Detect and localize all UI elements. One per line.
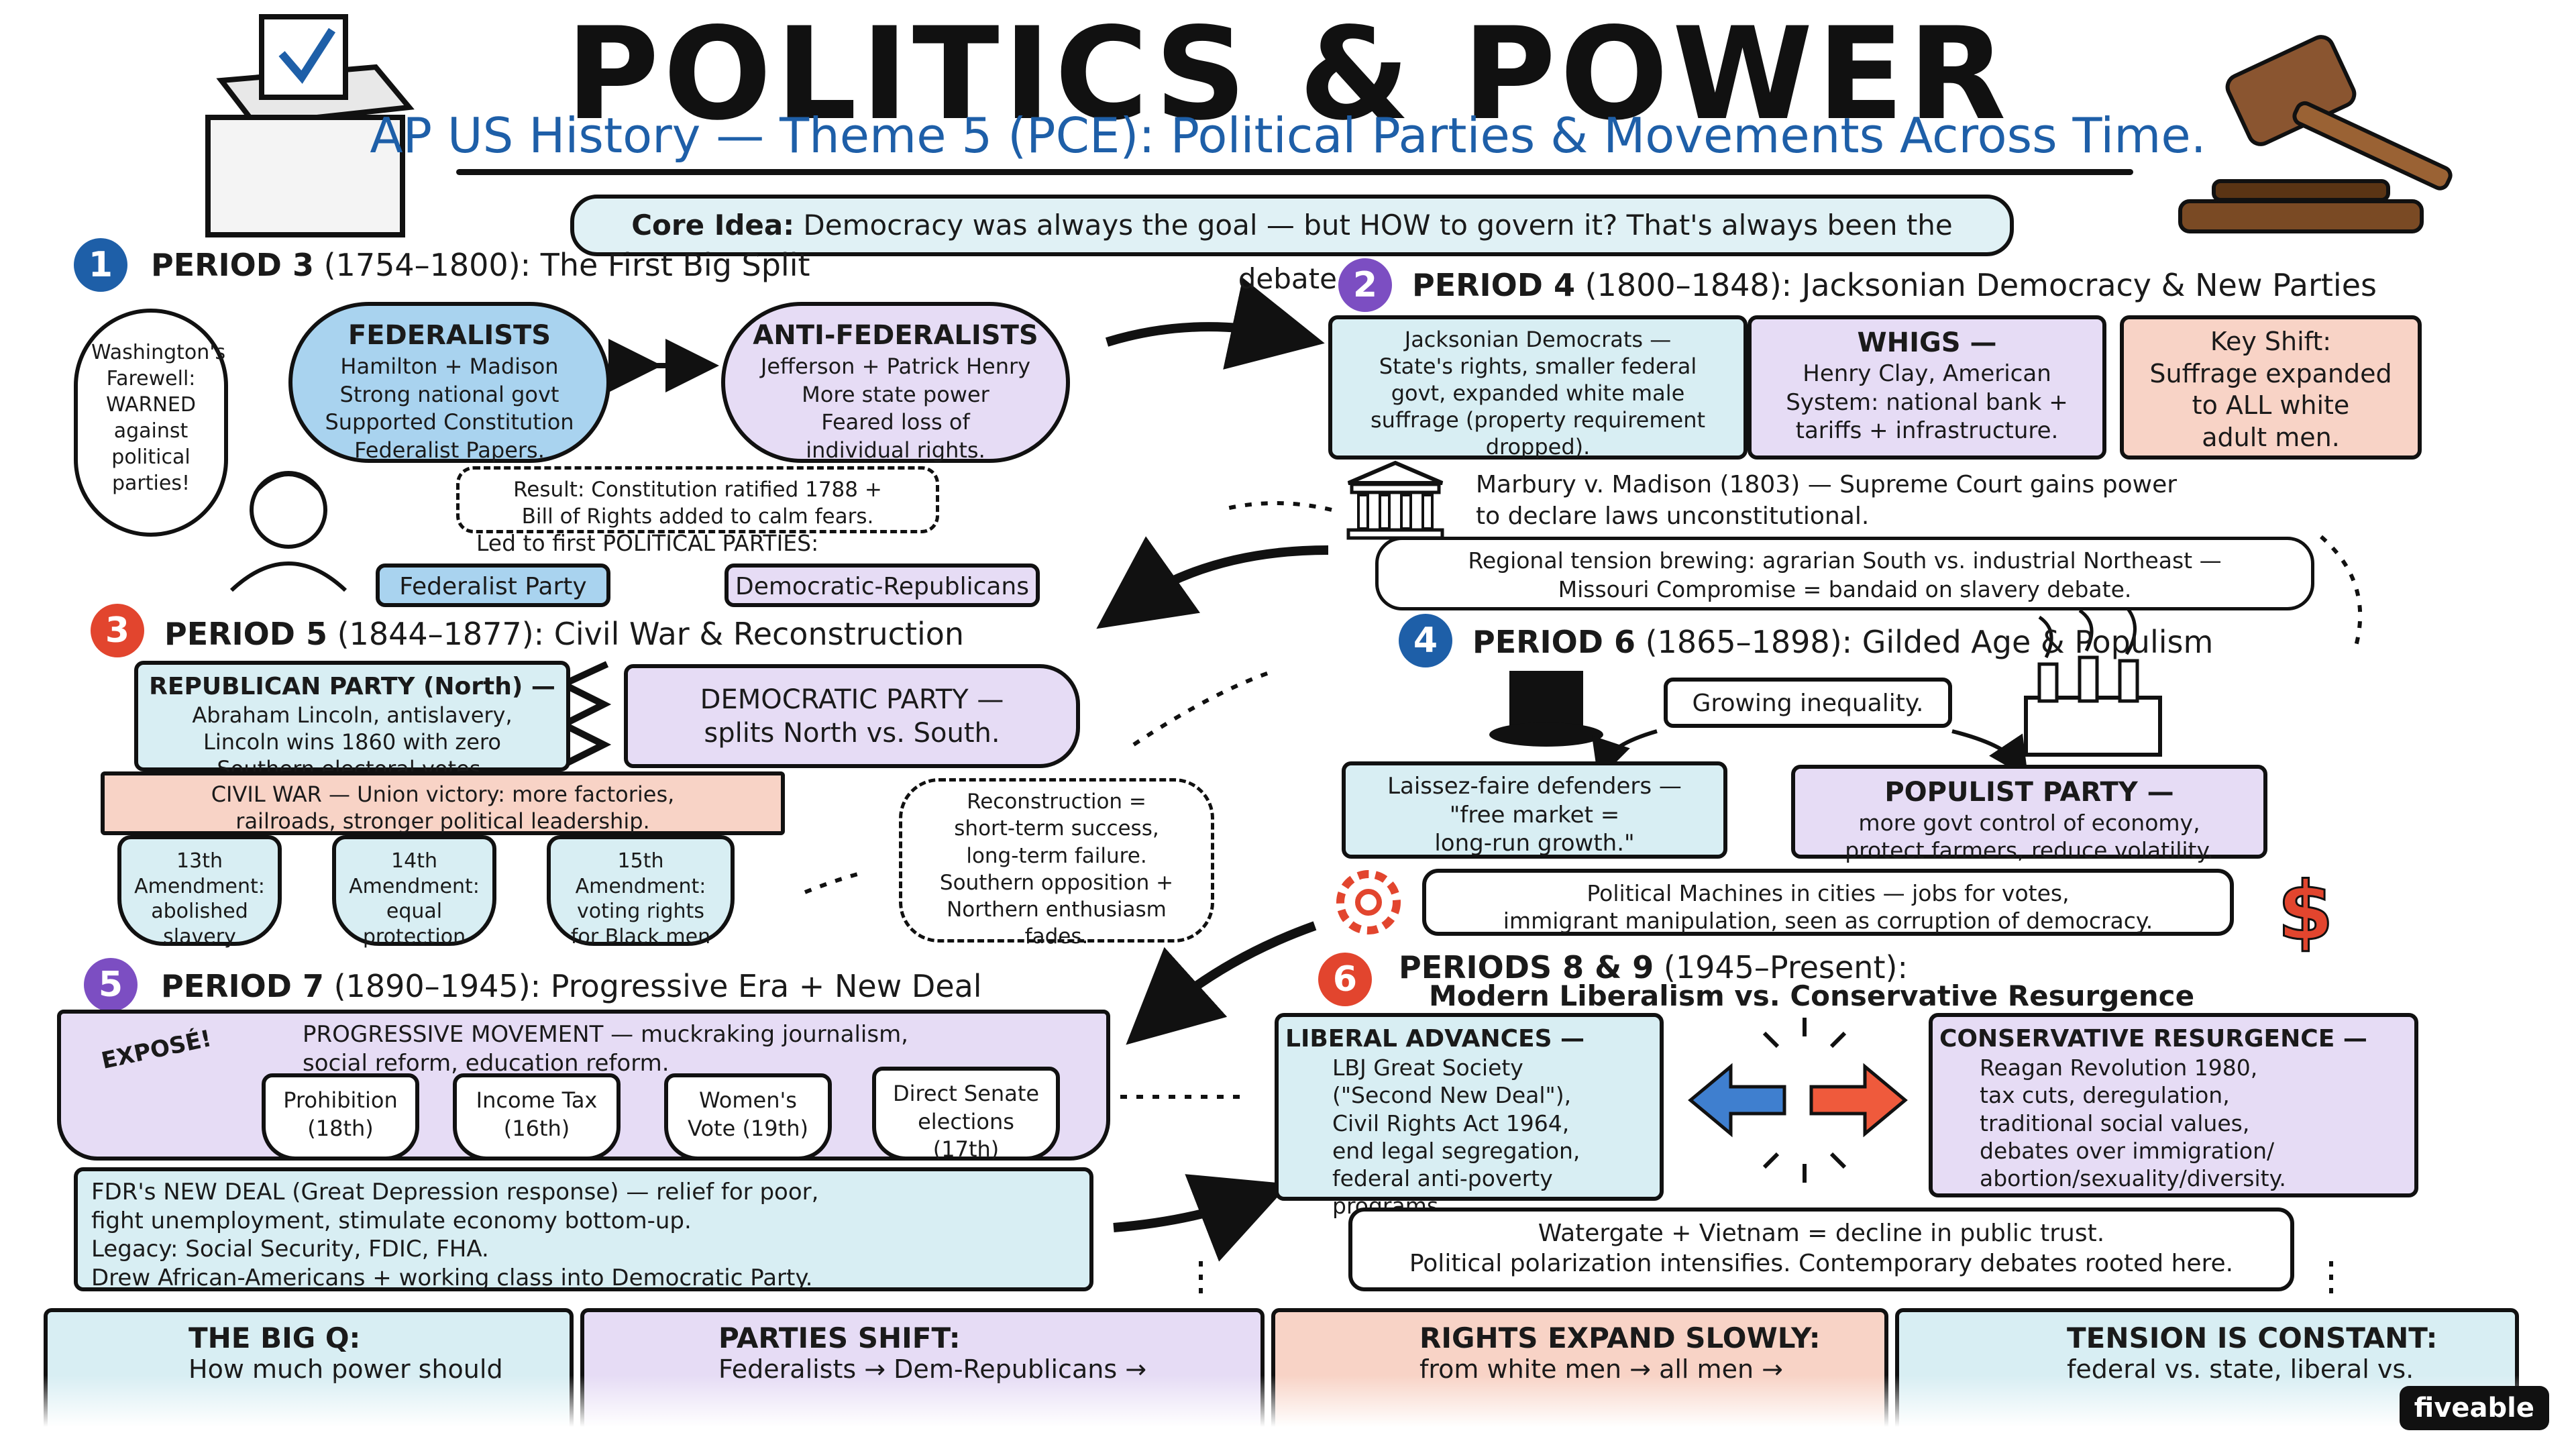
periods89-heading: PERIODS 8 & 9 (1945–Present): [1399,949,1908,985]
period6-label: PERIOD 6 [1472,624,1635,660]
laissez-faire-box: Laissez-faire defenders — "free market =… [1342,761,1727,859]
whigs-box: WHIGS — Henry Clay, American System: nat… [1748,315,2106,460]
core-idea-banner: Core Idea: Democracy was always the goal… [570,195,2014,295]
republican-party-box: REPUBLICAN PARTY (North) — Abraham Linco… [134,661,570,782]
page-title: POLITICS & POWER [566,0,2010,148]
right-arrow-icon [1809,1063,1908,1138]
period4-heading: PERIOD 4 (1800–1848): Jacksonian Democra… [1412,267,2377,303]
reconstruction-cloud: Reconstruction = short-term success, lon… [899,778,1214,949]
whigs-title: WHIGS — [1857,327,1997,358]
period7-heading: PERIOD 7 (1890–1945): Progressive Era + … [161,968,982,1004]
regional-tension-box: Regional tension brewing: agrarian South… [1375,537,2314,610]
subtitle-underline [456,169,2133,175]
period3-label: PERIOD 3 [151,247,314,283]
gavel-icon [2178,35,2453,233]
liberal-advances-box: LIBERAL ADVANCES — LBJ Great Society ("S… [1275,1013,1664,1219]
populist-party-body: more govt control of economy, protect fa… [1845,810,2214,864]
periods89-subtitle: (1945–Present): [1663,949,1908,985]
federalist-party-tag: Federalist Party [376,564,610,607]
key-shift-title: Key Shift: [2210,327,2332,356]
footer-rights-expand-title: RIGHTS EXPAND SLOWLY: [1419,1322,1821,1354]
periods89-subheading: Modern Liberalism vs. Conservative Resur… [1429,979,2195,1012]
conservative-resurgence-body: Reagan Revolution 1980, tax cuts, deregu… [1980,1055,2286,1191]
washington-portrait-icon [229,471,347,592]
brand-logo[interactable]: fiveable [2399,1386,2549,1430]
conservative-resurgence-box: CONSERVATIVE RESURGENCE — Reagan Revolut… [1929,1013,2418,1197]
conservative-resurgence-title: CONSERVATIVE RESURGENCE — [1939,1025,2367,1053]
period6-subtitle: (1865–1898): Gilded Age & Populism [1645,624,2214,660]
ratification-result: Result: Constitution ratified 1788 + Bil… [456,466,939,533]
courthouse-icon [1346,460,1444,540]
page-subtitle: AP US History — Theme 5 (PCE): Political… [370,107,2206,164]
civil-war-banner: CIVIL WAR — Union victory: more factorie… [101,771,785,835]
period4-number-badge: 2 [1338,258,1392,312]
key-shift-body: Suffrage expanded to ALL white adult men… [2149,358,2392,452]
reform-income-tax-tag: Income Tax (16th) [453,1073,621,1161]
period4-subtitle: (1800–1848): Jacksonian Democracy & New … [1585,267,2377,303]
liberal-advances-title: LIBERAL ADVANCES — [1285,1025,1585,1053]
period5-subtitle: (1844–1877): Civil War & Reconstruction [337,616,965,652]
federalists-title: FEDERALISTS [347,320,551,351]
top-hat-icon [1489,671,1603,747]
period3-subtitle: (1754–1800): The First Big Split [323,247,810,283]
period7-subtitle: (1890–1945): Progressive Era + New Deal [333,968,982,1004]
key-shift-box: Key Shift: Suffrage expanded to ALL whit… [2120,315,2422,460]
period7-number-badge: 5 [84,958,138,1012]
dollar-icon: $ [2277,865,2334,959]
factory-icon [2024,606,2162,757]
period3-number-badge: 1 [74,238,127,292]
period5-label: PERIOD 5 [164,616,327,652]
watergate-box: Watergate + Vietnam = decline in public … [1348,1208,2294,1291]
ballot-box-icon [205,14,415,237]
republican-party-title: REPUBLICAN PARTY (North) — [149,673,555,700]
jacksonian-democrats-box: Jacksonian Democrats — State's rights, s… [1328,315,1748,460]
liberal-advances-body: LBJ Great Society ("Second New Deal"), C… [1332,1055,1580,1220]
left-arrow-icon [1688,1063,1786,1138]
period5-number-badge: 3 [91,604,144,657]
reform-prohibition-tag: Prohibition (18th) [262,1073,419,1161]
periods89-label: PERIODS 8 & 9 [1399,949,1654,985]
federalists-body: Hamilton + Madison Strong national govt … [325,354,574,463]
led-to-parties-text: Led to first POLITICAL PARTIES: [476,530,819,556]
washington-bubble: Washington's Farewell: WARNED against po… [74,309,228,537]
anti-federalists-cloud: ANTI-FEDERALISTS Jefferson + Patrick Hen… [721,302,1070,463]
growing-inequality-box: Growing inequality. [1664,678,1952,728]
populist-party-box: POPULIST PARTY — more govt control of ec… [1791,765,2267,863]
footer-big-q-title: THE BIG Q: [189,1322,361,1354]
federalists-cloud: FEDERALISTS Hamilton + Madison Strong na… [288,302,610,463]
period6-heading: PERIOD 6 (1865–1898): Gilded Age & Popul… [1472,624,2213,660]
reform-womens-vote-tag: Women's Vote (19th) [664,1073,832,1161]
new-deal-box: FDR's NEW DEAL (Great Depression respons… [74,1167,1093,1291]
gear-icon [1336,870,1401,934]
period6-number-badge: 4 [1399,614,1452,667]
populist-party-title: POPULIST PARTY — [1884,777,2174,808]
progressive-movement-text: PROGRESSIVE MOVEMENT — muckraking journa… [303,1021,908,1077]
amendment-13-shield: 13th Amendment: abolished slavery [117,835,282,949]
period4-label: PERIOD 4 [1412,267,1575,303]
core-idea-label: Core Idea: [631,209,795,241]
whigs-body: Henry Clay, American System: national ba… [1786,360,2068,444]
marbury-text: Marbury v. Madison (1803) — Supreme Cour… [1476,471,2178,530]
footer-fade [0,1375,2576,1449]
anti-federalists-body: Jefferson + Patrick Henry More state pow… [760,354,1031,463]
period3-heading: PERIOD 3 (1754–1800): The First Big Spli… [151,247,810,283]
anti-federalists-title: ANTI-FEDERALISTS [753,320,1038,351]
amendment-14-shield: 14th Amendment: equal protection [332,835,496,949]
footer-parties-shift-title: PARTIES SHIFT: [718,1322,961,1354]
republican-party-body: Abraham Lincoln, antislavery, Lincoln wi… [192,702,513,782]
period5-heading: PERIOD 5 (1844–1877): Civil War & Recons… [164,616,964,652]
period7-label: PERIOD 7 [161,968,324,1004]
reform-senate-elections-tag: Direct Senate elections (17th) [872,1067,1060,1162]
political-machines-box: Political Machines in cities — jobs for … [1422,869,2234,936]
dem-republicans-tag: Democratic-Republicans [724,564,1040,607]
amendment-15-shield: 15th Amendment: voting rights for Black … [547,835,735,949]
democratic-party-box: DEMOCRATIC PARTY — splits North vs. Sout… [624,664,1080,768]
periods89-number-badge: 6 [1318,953,1372,1006]
core-idea-text: Democracy was always the goal — but HOW … [803,209,1953,295]
footer-tension-constant-title: TENSION IS CONSTANT: [2067,1322,2438,1354]
